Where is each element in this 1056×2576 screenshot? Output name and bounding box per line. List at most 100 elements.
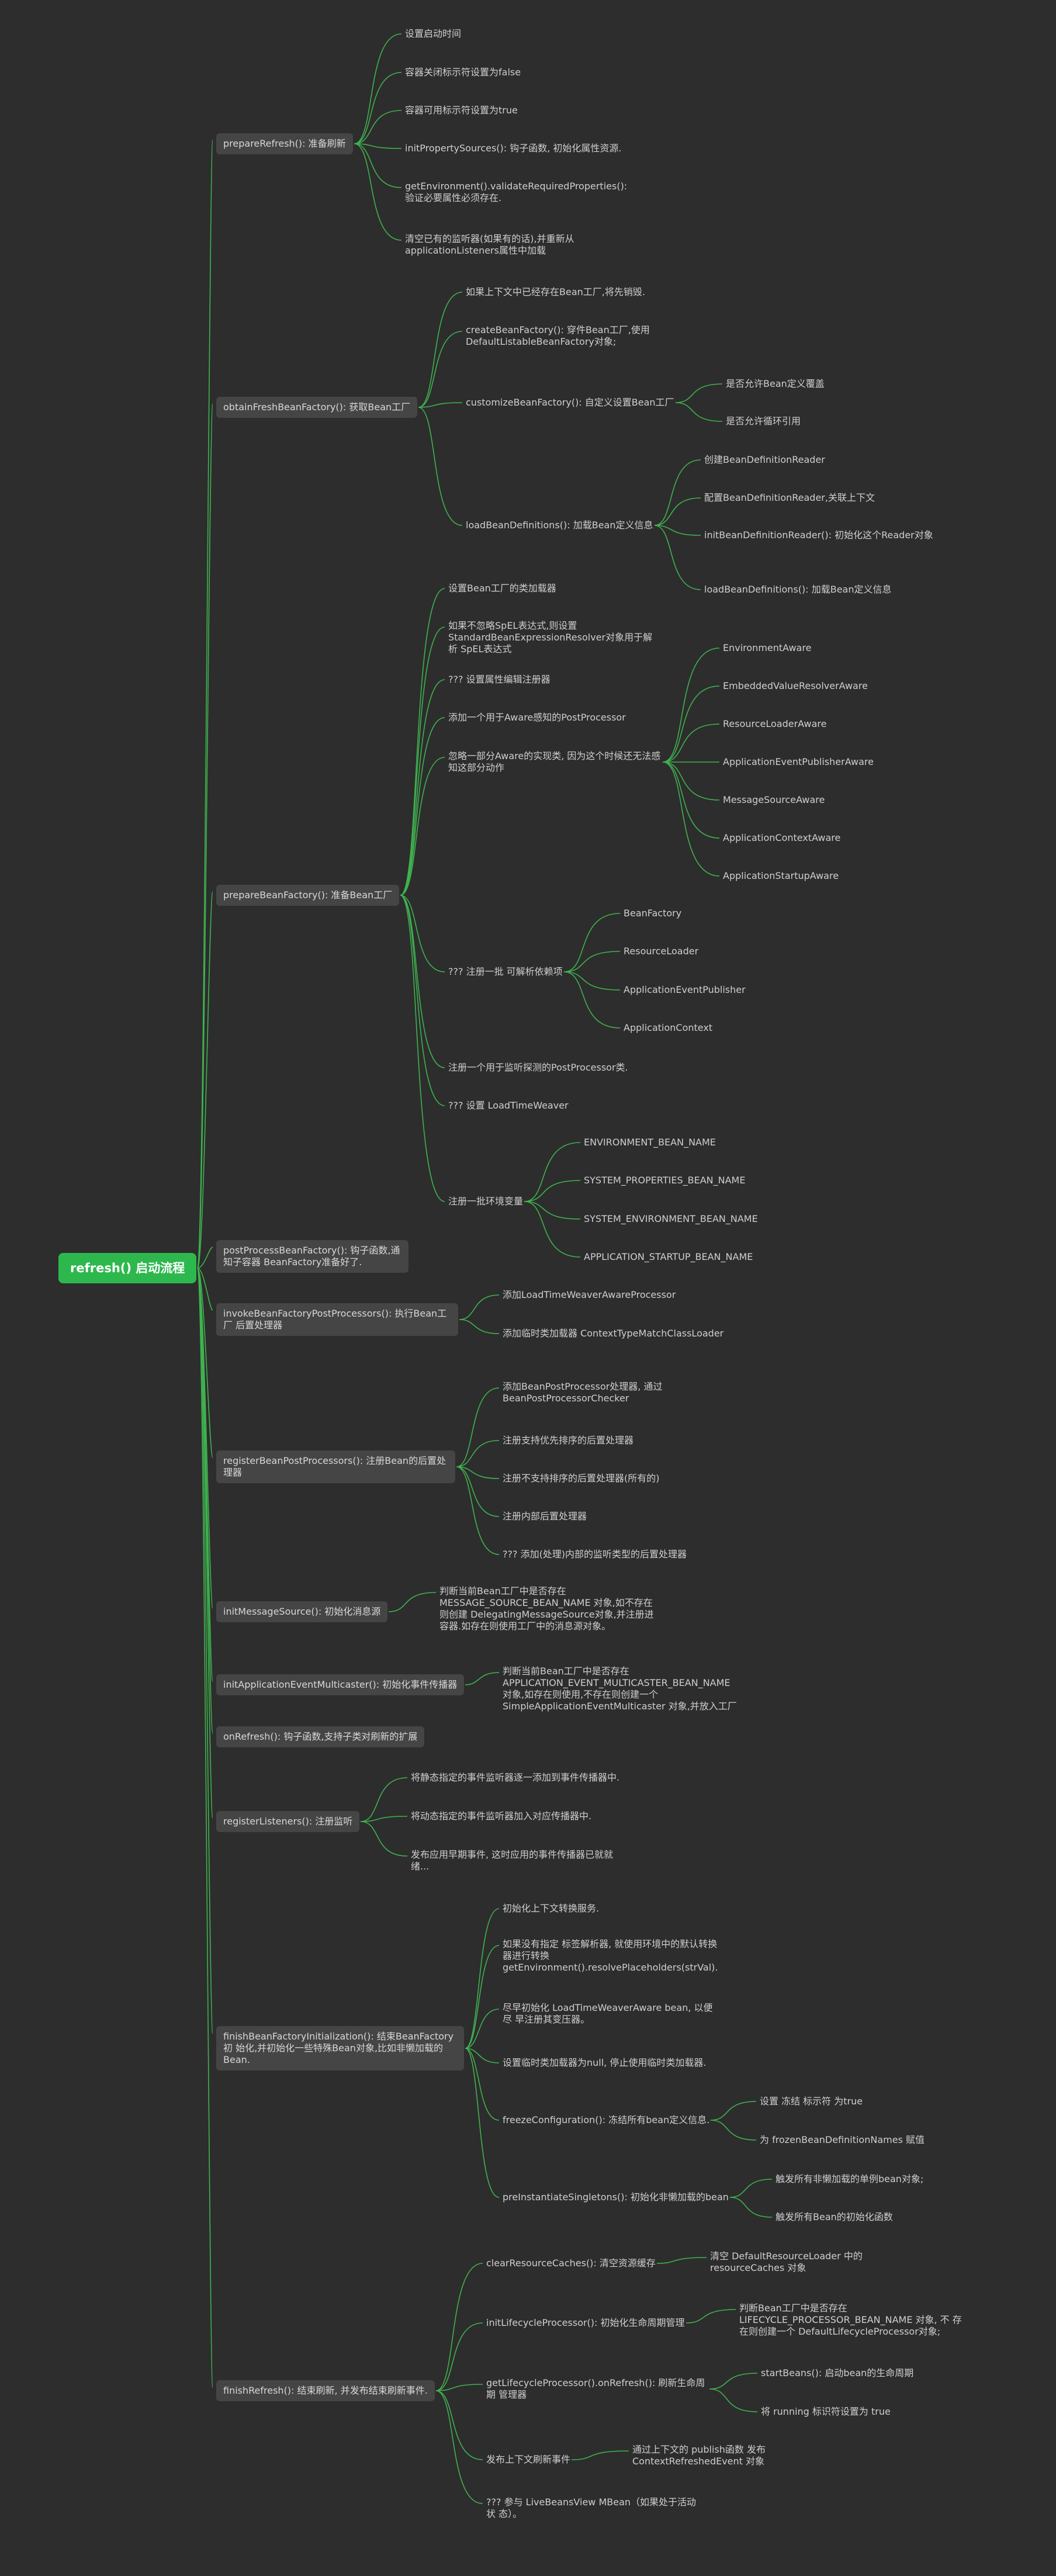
node-c9b: SYSTEM_PROPERTIES_BEAN_NAME <box>584 1175 746 1186</box>
node-c6: ??? 注册一批 可解析依赖项 <box>448 966 563 977</box>
node-b1: 如果上下文中已经存在Bean工厂,将先销毁. <box>466 286 645 297</box>
connector-k-k4 <box>465 2048 500 2063</box>
node-b3a: 是否允许Bean定义覆盖 <box>726 378 825 389</box>
connector-j-j2 <box>360 1816 408 1822</box>
node-m4: 发布上下文刷新事件 <box>486 2454 571 2465</box>
node-b4d: loadBeanDefinitions(): 加载Bean定义信息 <box>704 584 892 595</box>
node-c5f: ApplicationContextAware <box>723 832 841 843</box>
node-m3a: startBeans(): 启动bean的生命周期 <box>761 2367 914 2378</box>
connector-k5-k5b <box>710 2120 757 2141</box>
node-register-listeners[interactable]: registerListeners(): 注册监听 <box>216 1811 360 1832</box>
node-finish-bean-factory-initialization[interactable]: finishBeanFactoryInitialization(): 结束Bea… <box>216 2026 464 2071</box>
node-k6b: 触发所有Bean的初始化函数 <box>775 2211 893 2222</box>
connector-m4-m4a <box>571 2450 629 2460</box>
connector-c-c9 <box>400 895 445 1202</box>
connector-c9-c9d <box>524 1201 581 1258</box>
connector-a-a1 <box>354 33 402 144</box>
connector-c-c8 <box>400 895 445 1106</box>
connector-a-a3 <box>354 110 402 144</box>
node-post-process-bean-factory[interactable]: postProcessBeanFactory(): 钩子函数,通知子容器 Bea… <box>216 1240 408 1273</box>
connector-c-c4 <box>400 717 445 896</box>
connector-root-j <box>197 1268 213 1819</box>
node-c9c: SYSTEM_ENVIRONMENT_BEAN_NAME <box>584 1213 758 1224</box>
node-m2: initLifecycleProcessor(): 初始化生命周期管理 <box>486 2317 685 2328</box>
connector-e-e2 <box>459 1319 500 1334</box>
node-prepare-bean-factory[interactable]: prepareBeanFactory(): 准备Bean工厂 <box>216 885 400 906</box>
connector-b-b2 <box>418 331 463 408</box>
connector-b4-b4d <box>654 525 701 590</box>
node-c5c: ResourceLoaderAware <box>723 718 827 729</box>
node-on-refresh[interactable]: onRefresh(): 钩子函数,支持子类对刷新的扩展 <box>216 1726 425 1747</box>
node-a1: 设置启动时间 <box>405 28 462 39</box>
connector-m-m5 <box>435 2390 483 2504</box>
node-obtain-fresh-bean-factory[interactable]: obtainFreshBeanFactory(): 获取Bean工厂 <box>216 397 418 418</box>
node-k5b: 为 frozenBeanDefinitionNames 赋值 <box>760 2134 925 2145</box>
connector-c6-c6d <box>563 971 621 1029</box>
node-finish-refresh[interactable]: finishRefresh(): 结束刷新, 并发布结束刷新事件. <box>216 2380 435 2401</box>
connector-k-k5 <box>465 2048 500 2121</box>
node-c6a: BeanFactory <box>624 908 682 919</box>
node-h1: 判断当前Bean工厂中是否存在 APPLICATION_EVENT_MULTIC… <box>503 1666 737 1712</box>
root-node[interactable]: refresh() 启动流程 <box>58 1253 197 1283</box>
node-c9: 注册一批环境变量 <box>448 1196 524 1207</box>
node-k1: 初始化上下文转换服务. <box>503 1903 600 1914</box>
connector-f-f3 <box>456 1466 500 1479</box>
node-a6: 清空已有的监听器(如果有的话),并重新从 applicationListener… <box>405 233 574 256</box>
node-j2: 将动态指定的事件监听器加入对应传播器中. <box>411 1810 592 1822</box>
node-f3: 注册不支持排序的后置处理器(所有的) <box>503 1473 660 1484</box>
node-g1: 判断当前Bean工厂中是否存在 MESSAGE_SOURCE_BEAN_NAME… <box>439 1585 654 1632</box>
node-e2: 添加临时类加载器 ContextTypeMatchClassLoader <box>503 1328 724 1339</box>
node-register-bean-post-processors[interactable]: registerBeanPostProcessors(): 注册Bean的后置处… <box>216 1450 455 1483</box>
node-init-application-event-multicaster[interactable]: initApplicationEventMulticaster(): 初始化事件… <box>216 1674 465 1695</box>
connector-b-b4 <box>418 407 463 526</box>
node-m3b: 将 running 标识符设置为 true <box>761 2406 891 2417</box>
connector-b4-b4b <box>654 497 701 526</box>
node-prepare-refresh[interactable]: prepareRefresh(): 准备刷新 <box>216 133 353 154</box>
connector-c-c5 <box>400 757 445 896</box>
node-b4: loadBeanDefinitions(): 加载Bean定义信息 <box>466 520 653 531</box>
connector-m-m3 <box>435 2384 483 2391</box>
node-m3: getLifecycleProcessor().onRefresh(): 刷新生… <box>486 2377 705 2400</box>
node-init-message-source[interactable]: initMessageSource(): 初始化消息源 <box>216 1601 388 1622</box>
connector-m-m2 <box>435 2322 483 2391</box>
connector-m1-m1a <box>656 2257 707 2264</box>
connector-root-k <box>197 1268 213 2034</box>
connector-root-b <box>197 403 213 1269</box>
connector-a-a5 <box>354 143 402 188</box>
connector-c-c2 <box>400 626 445 896</box>
node-m4a: 通过上下文的 publish函数 发布 ContextRefreshedEven… <box>632 2444 766 2467</box>
connector-c6-c6a <box>563 913 621 972</box>
node-k4: 设置临时类加载器为null, 停止使用临时类加载器. <box>503 2057 707 2068</box>
connector-c5-c5c <box>662 723 720 763</box>
connector-root-a <box>197 140 213 1269</box>
connector-b3-b3b <box>675 402 723 422</box>
node-k3: 尽早初始化 LoadTimeWeaverAware bean, 以便尽 早注册其… <box>503 2002 713 2025</box>
node-b4c: initBeanDefinitionReader(): 初始化这个Reader对… <box>704 529 933 541</box>
connector-a-a6 <box>354 143 402 241</box>
node-f1: 添加BeanPostProcessor处理器, 通过 BeanPostProce… <box>503 1381 663 1404</box>
connector-m3-m3b <box>709 2388 758 2412</box>
connector-a-a2 <box>354 72 402 144</box>
connector-c-c3 <box>400 679 445 896</box>
node-f4: 注册内部后置处理器 <box>503 1511 587 1522</box>
connector-c9-c9a <box>524 1142 581 1202</box>
connector-c5-c5a <box>662 648 720 763</box>
connector-k6-k6b <box>729 2197 773 2218</box>
node-invoke-bean-factory-post-processors[interactable]: invokeBeanFactoryPostProcessors(): 执行Bea… <box>216 1303 458 1336</box>
connector-h-h1 <box>465 1672 500 1685</box>
node-c6c: ApplicationEventPublisher <box>624 984 746 995</box>
node-b2: createBeanFactory(): 穿件Bean工厂,使用 Default… <box>466 324 650 347</box>
node-m5: ??? 参与 LiveBeansView MBean（如果处于活动状 态）。 <box>486 2497 697 2519</box>
connector-c6-c6c <box>563 971 621 991</box>
node-f2: 注册支持优先排序的后置处理器 <box>503 1435 634 1446</box>
node-k5: freezeConfiguration(): 冻结所有bean定义信息. <box>503 2114 710 2125</box>
node-b4b: 配置BeanDefinitionReader,关联上下文 <box>704 492 875 503</box>
node-b4a: 创建BeanDefinitionReader <box>704 454 825 465</box>
connector-c9-c9c <box>524 1201 581 1220</box>
connector-m2-m2a <box>685 2309 736 2324</box>
connector-c5-c5b <box>662 685 720 763</box>
connector-c5-c5g <box>662 761 720 877</box>
connector-m-m1 <box>435 2263 483 2391</box>
connector-b-b3 <box>418 402 463 408</box>
connector-f-f2 <box>456 1440 500 1467</box>
